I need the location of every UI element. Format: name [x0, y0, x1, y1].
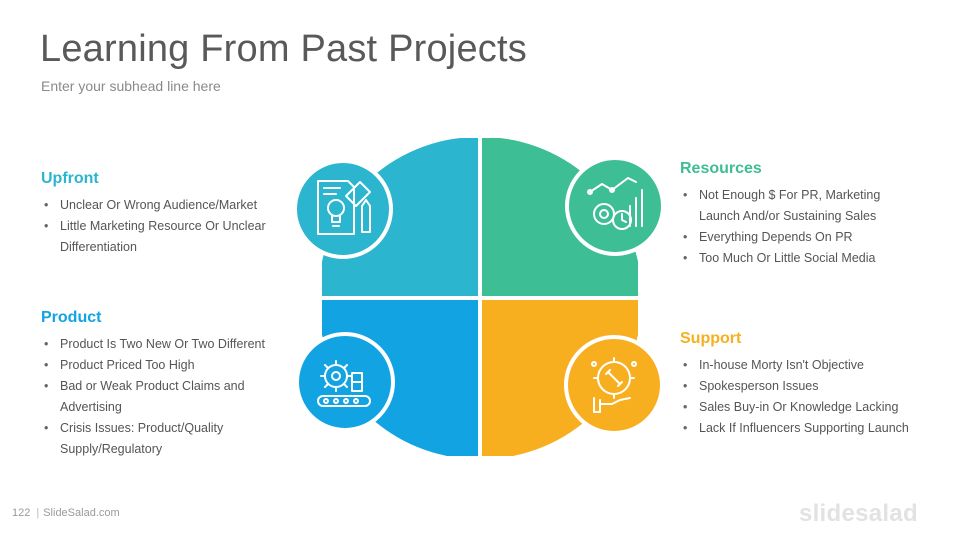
resources-title: Resources: [680, 160, 762, 177]
list-item: Not Enough $ For PR, Marketing Launch An…: [680, 185, 910, 227]
footer-separator: |: [36, 507, 40, 519]
upfront-title: Upfront: [41, 170, 99, 187]
quadrant-resources: [482, 138, 638, 296]
list-item: Spokesperson Issues: [680, 376, 920, 397]
wrench-hand-icon: [564, 335, 664, 435]
product-list: Product Is Two New Or Two Different Prod…: [41, 334, 296, 460]
page-subhead: Enter your subhead line here: [41, 78, 221, 94]
support-title: Support: [680, 330, 742, 347]
list-item: In-house Morty Isn't Objective: [680, 355, 920, 376]
quadrant-upfront: [322, 138, 478, 296]
growth-chart-gears-icon: [565, 156, 665, 256]
product-title: Product: [41, 309, 102, 326]
list-item: Too Much Or Little Social Media: [680, 248, 910, 269]
support-list: In-house Morty Isn't Objective Spokesper…: [680, 355, 920, 439]
list-item: Little Marketing Resource Or Unclear Dif…: [41, 216, 296, 258]
list-item: Product Is Two New Or Two Different: [41, 334, 296, 355]
gear-conveyor-icon: [295, 332, 395, 432]
list-item: Unclear Or Wrong Audience/Market: [41, 195, 296, 216]
support-section: Support In-house Morty Isn't Objective S…: [680, 330, 920, 439]
upfront-list: Unclear Or Wrong Audience/Market Little …: [41, 195, 296, 258]
upfront-section: Upfront Unclear Or Wrong Audience/Market…: [41, 170, 296, 258]
list-item: Lack If Influencers Supporting Launch: [680, 418, 920, 439]
page-title: Learning From Past Projects: [40, 28, 527, 70]
footer: 122 |SlideSalad.com: [12, 507, 120, 519]
list-item: Crisis Issues: Product/Quality Supply/Re…: [41, 418, 296, 460]
resources-list: Not Enough $ For PR, Marketing Launch An…: [680, 185, 910, 269]
resources-section: Resources Not Enough $ For PR, Marketing…: [680, 160, 910, 269]
footer-link[interactable]: SlideSalad.com: [43, 507, 120, 519]
brand-logo: slidesalad: [798, 500, 918, 527]
list-item: Product Priced Too High: [41, 355, 296, 376]
quadrant-diagram: [293, 138, 665, 456]
page-number: 122: [12, 507, 31, 519]
list-item: Bad or Weak Product Claims and Advertisi…: [41, 376, 296, 418]
product-section: Product Product Is Two New Or Two Differ…: [41, 309, 296, 460]
list-item: Everything Depends On PR: [680, 227, 910, 248]
list-item: Sales Buy-in Or Knowledge Lacking: [680, 397, 920, 418]
document-lightbulb-icon: [293, 159, 393, 259]
